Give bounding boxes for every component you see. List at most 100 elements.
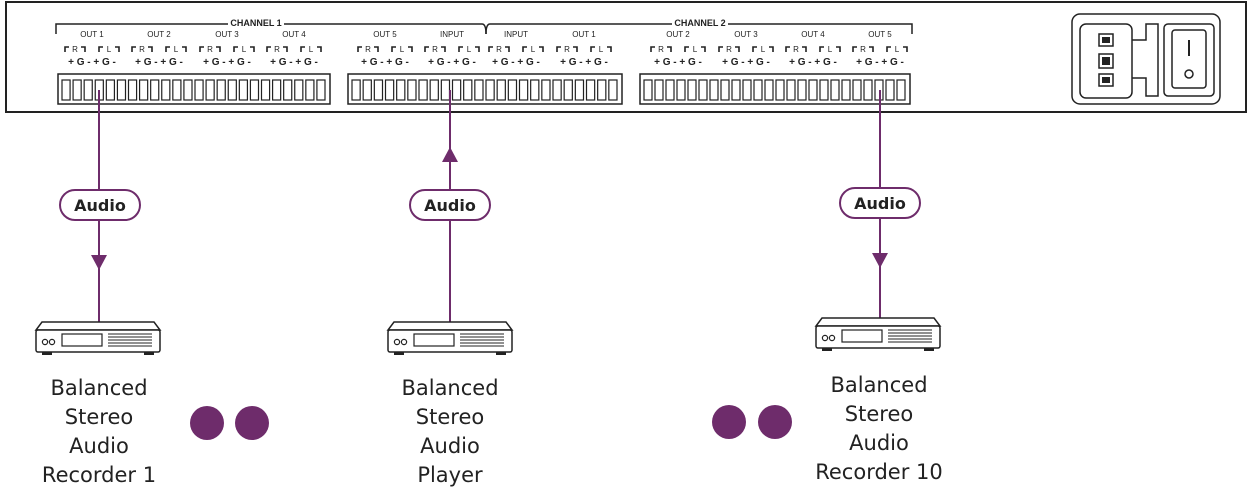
pin-bracket-mark [573,46,578,52]
arrow-up-icon [442,147,458,162]
pin-bracket-mark [505,46,510,52]
pin-bracket-mark [165,46,170,52]
caption-line: Stereo [64,405,134,429]
pin-bracket-mark [886,46,891,52]
pin-channel-label: R [207,45,213,54]
pin-polarity-label: + G - + G - [654,57,702,68]
port-label: OUT 1 [572,30,596,39]
pin-channel-label: L [693,45,698,54]
pin-channel-label: R [496,45,502,54]
terminal-slot [720,79,730,101]
terminal-slot [407,79,417,101]
pin-bracket-mark [266,46,271,52]
port-label: OUT 4 [801,30,825,39]
channel2-bracket [485,23,913,35]
device-caption-recorder-1: Balanced Stereo Audio Recorder 1 [19,374,179,490]
terminal-slot [172,79,182,101]
pin-channel-label: R [793,45,799,54]
terminal-slot [418,79,428,101]
port-label: OUT 1 [80,30,104,39]
arrow-down-icon [91,255,107,270]
terminal-slot [786,79,796,101]
port-label: INPUT [440,30,464,39]
terminal-slot [797,79,807,101]
pin-bracket-mark [869,46,874,52]
pin-bracket-mark [556,46,561,52]
terminal-blocks [57,73,911,105]
terminal-slot [316,79,326,101]
pin-bracket-mark [667,46,672,52]
pin-bracket-mark [701,46,706,52]
terminal-slot [463,79,473,101]
terminal-slot [429,79,439,101]
connection-recorder-1: Audio [59,90,141,330]
pin-bracket-mark [836,46,841,52]
terminal-slot [362,79,372,101]
terminal-slot [742,79,752,101]
pin-channel-label: R [726,45,732,54]
pin-bracket-mark [408,46,413,52]
pin-bracket-mark [819,46,824,52]
pin-bracket-mark [233,46,238,52]
pin-channel-label: L [828,45,833,54]
terminal-slot [271,79,282,101]
ellipsis-dots-icon [712,405,792,439]
terminal-slot [896,79,906,101]
pin-bracket-mark [81,46,86,52]
terminal-slot [709,79,719,101]
channel2-title: CHANNEL 2 [674,18,725,28]
pin-bracket-mark [283,46,288,52]
pin-channel-label: R [274,45,280,54]
pin-bracket-mark [98,46,103,52]
connection-label: Audio [74,196,126,215]
terminal-slot [775,79,785,101]
pin-bracket-mark [317,46,322,52]
pin-polarity-label: + G - + G - [68,57,116,68]
arrow-down-icon [872,253,888,268]
pin-polarity-label: + G - + G - [270,57,318,68]
terminal-slot [205,79,215,101]
pin-bracket-mark [650,46,655,52]
port-label: OUT 2 [147,30,171,39]
pin-bracket-mark [216,46,221,52]
pin-polarity-label: + G - + G - [492,57,540,68]
pin-channel-label: L [107,45,112,54]
terminal-slot [260,79,271,101]
terminal-slot [574,79,585,101]
port-label: OUT 3 [734,30,758,39]
pin-polarity-label: + G - + G - [856,57,904,68]
pin-bracket-mark [475,46,480,52]
pin-bracket-mark [148,46,153,52]
terminal-slot [216,79,226,101]
terminal-slot [61,79,71,101]
pin-bracket-mark [488,46,493,52]
terminal-slot [665,79,675,101]
terminal-slot [830,79,840,101]
pin-bracket-mark [752,46,757,52]
port-label: OUT 5 [868,30,892,39]
device-caption-recorder-10: Balanced Stereo Audio Recorder 10 [799,371,959,487]
terminal-slot [249,79,260,101]
terminal-slot [885,79,895,101]
terminal-slot [563,79,573,101]
pin-bracket-mark [424,46,429,52]
pin-polarity-label: + G - + G - [361,57,409,68]
terminal-slot [161,79,171,101]
pin-bracket-mark [802,46,807,52]
connection-player: Audio [409,90,491,330]
audio-device-icon [34,321,162,355]
caption-line: Recorder 10 [815,460,943,484]
terminal-slot [72,79,82,101]
port-label: OUT 3 [215,30,239,39]
pin-bracket-mark [357,46,362,52]
pin-bracket-mark [115,46,120,52]
pin-bracket-mark [852,46,857,52]
caption-line: Balanced [830,373,928,397]
pin-polarity-label: + G - + G - [203,57,251,68]
terminal-slot [294,79,304,101]
port-label: OUT 2 [666,30,690,39]
connection-recorder-10: Audio [839,90,921,325]
pin-channel-label: L [467,45,472,54]
pin-bracket-mark [590,46,595,52]
